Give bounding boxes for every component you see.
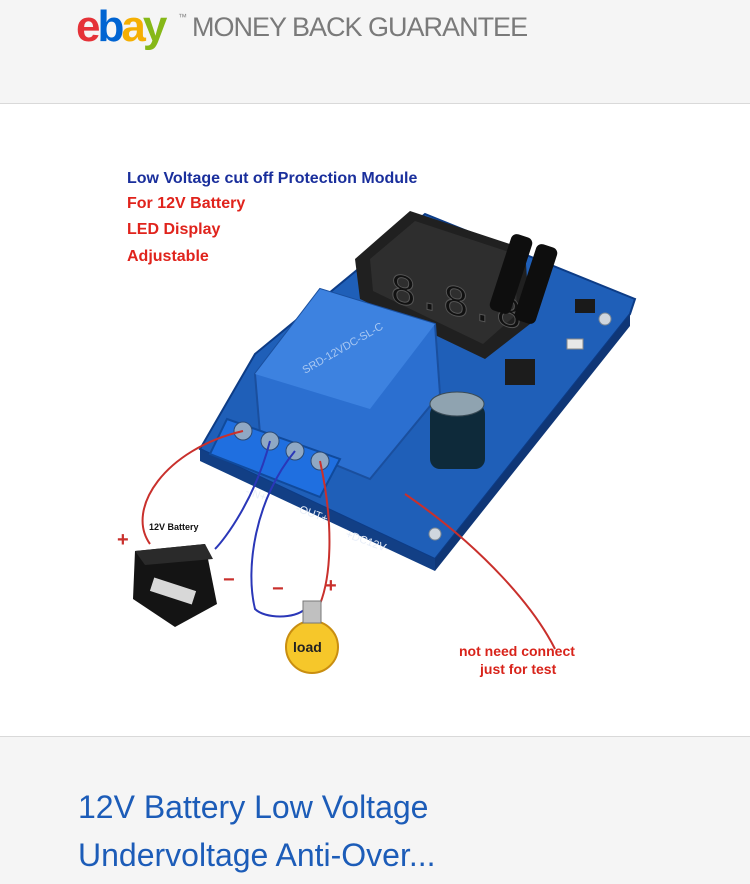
image-heading: Low Voltage cut off Protection Module bbox=[127, 170, 417, 187]
product-image-area[interactable]: Low Voltage cut off Protection Module Fo… bbox=[0, 104, 750, 736]
relay: SRD-12VDC-SL-C bbox=[253, 287, 442, 481]
trademark-mark: ™ bbox=[178, 12, 187, 22]
logo-letter-b: b bbox=[97, 2, 124, 51]
product-image: Low Voltage cut off Protection Module Fo… bbox=[117, 170, 637, 677]
battery-label: 12V Battery bbox=[149, 522, 199, 532]
load-minus: − bbox=[272, 578, 284, 600]
money-back-guarantee-text: MONEY BACK GUARANTEE bbox=[192, 12, 528, 42]
listing-title-line-1[interactable]: 12V Battery Low Voltage bbox=[78, 789, 429, 825]
ebay-logo[interactable]: ebay bbox=[76, 2, 168, 52]
wires bbox=[141, 430, 556, 650]
image-line-3: Adjustable bbox=[127, 248, 209, 265]
push-buttons bbox=[489, 234, 595, 385]
logo-letter-a: a bbox=[121, 2, 146, 51]
battery-plus: + bbox=[117, 529, 129, 551]
note-line-2: just for test bbox=[479, 661, 557, 677]
logo-letter-e: e bbox=[76, 2, 101, 51]
image-line-2: LED Display bbox=[127, 221, 220, 238]
logo-letter-y: y bbox=[142, 2, 168, 51]
battery: 12V Battery + − bbox=[117, 522, 235, 627]
image-line-1: For 12V Battery bbox=[127, 195, 245, 212]
listing-info: 12V Battery Low Voltage Undervoltage Ant… bbox=[0, 736, 750, 884]
note-line-1: not need connect bbox=[459, 643, 575, 659]
capacitor bbox=[429, 391, 485, 469]
listing-title[interactable]: 12V Battery Low Voltage Undervoltage Ant… bbox=[78, 783, 678, 879]
load-bulb: load − + bbox=[272, 575, 339, 674]
ebay-header: ebay ™ MONEY BACK GUARANTEE bbox=[0, 0, 750, 104]
battery-minus: − bbox=[223, 569, 235, 591]
listing-title-line-2[interactable]: Undervoltage Anti-Over... bbox=[78, 837, 436, 873]
load-plus: + bbox=[325, 575, 337, 597]
load-label: load bbox=[293, 639, 322, 655]
